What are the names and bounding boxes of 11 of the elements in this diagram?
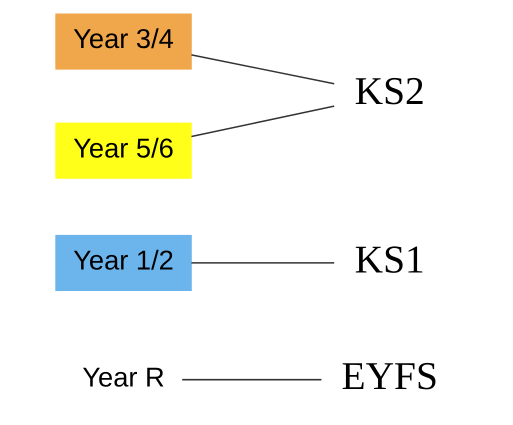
- node-text: EYFS: [341, 354, 438, 398]
- connector: [182, 378, 321, 380]
- node-box: Year 5/6: [54, 122, 192, 179]
- connector: [190, 262, 334, 264]
- node-text: KS1: [354, 237, 424, 282]
- connector: [190, 54, 334, 84]
- connector: [190, 105, 334, 138]
- node-box: Year 3/4: [54, 13, 192, 70]
- node-box: Year 1/2: [54, 234, 192, 291]
- node-text: KS2: [354, 69, 424, 114]
- node-text: Year R: [82, 361, 164, 392]
